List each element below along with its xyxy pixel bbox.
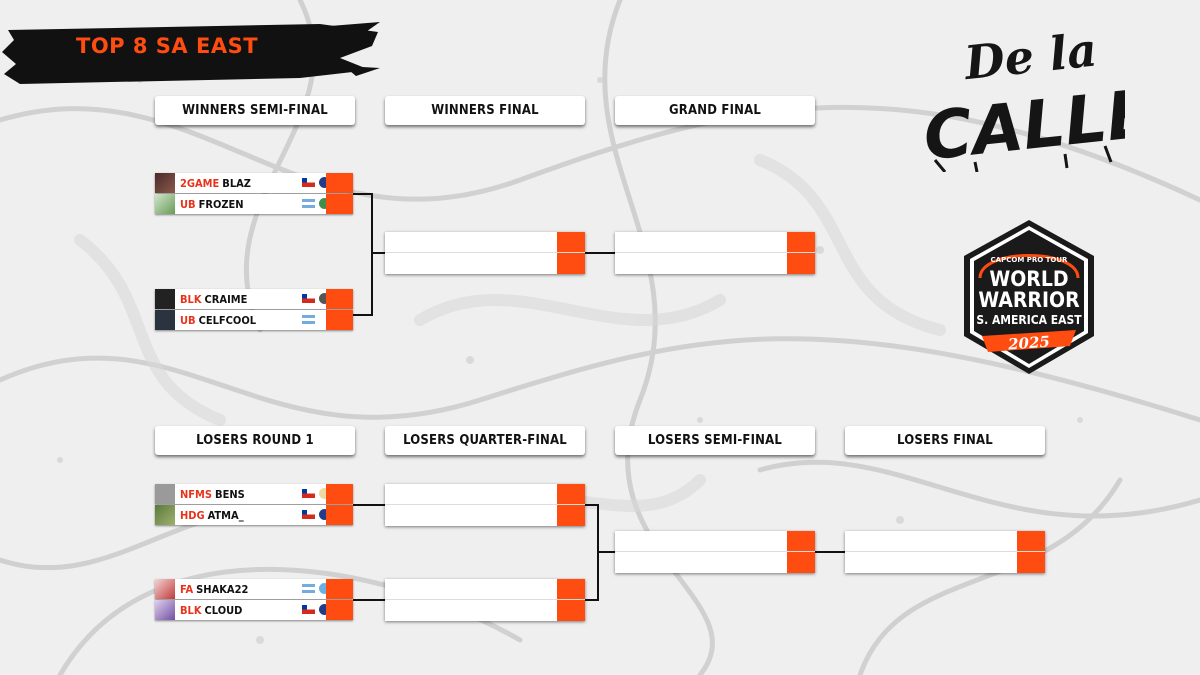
svg-text:2025: 2025 [1007,333,1051,354]
chile-flag-icon [302,294,315,303]
character-badge-icon [319,293,330,304]
argentina-flag-icon [302,199,315,208]
chile-flag-icon [302,489,315,498]
team-tag: NFMS [180,487,213,501]
character-badge-icon [319,488,330,499]
player-name: FROZEN [198,197,244,211]
svg-text:CAPCOM PRO TOUR: CAPCOM PRO TOUR [991,256,1068,264]
score-box [557,579,585,599]
score-box [326,484,353,504]
score-box [557,232,585,252]
title-banner [2,22,380,84]
character-badge-icon [319,583,330,594]
score-box [787,253,815,274]
avatar [155,600,175,620]
player-name: CLOUD [204,603,243,617]
score-box [326,579,353,599]
round-header-losers-final: LOSERS FINAL [845,426,1045,455]
player-name: BENS [215,487,245,501]
match-losers-final[interactable] [845,531,1045,573]
score-box [787,232,815,252]
svg-text:De la: De la [960,23,1099,91]
svg-text:CALLE: CALLE [920,75,1125,172]
round-header-losers-semi: LOSERS SEMI-FINAL [615,426,815,455]
svg-text:S. AMERICA EAST: S. AMERICA EAST [976,313,1082,327]
player-name: SHAKA22 [196,582,249,596]
player-name: CELFCOOL [198,313,257,327]
team-tag: BLK [180,292,202,306]
score-box [326,289,353,309]
world-warrior-badge: CAPCOM PRO TOUR WORLD WARRIOR S. AMERICA… [964,220,1094,374]
character-badge-icon [319,177,330,188]
avatar [155,289,175,309]
score-box [557,253,585,274]
round-header-losers-r1: LOSERS ROUND 1 [155,426,355,455]
round-header-winners-semi: WINNERS SEMI-FINAL [155,96,355,125]
page-title: TOP 8 SA EAST [76,34,259,58]
avatar [155,505,175,525]
score-box [787,552,815,573]
player-name: CRAIME [204,292,248,306]
score-box [1017,552,1045,573]
team-tag: 2GAME [180,176,220,190]
score-box [557,484,585,504]
team-tag: BLK [180,603,202,617]
argentina-flag-icon [302,584,315,593]
score-box [326,194,353,214]
score-box [557,505,585,526]
chile-flag-icon [302,605,315,614]
svg-text:WORLD: WORLD [989,267,1068,291]
score-box [1017,531,1045,551]
match-grand-final[interactable] [615,232,815,274]
svg-text:WARRIOR: WARRIOR [978,288,1080,312]
score-box [326,173,353,193]
avatar [155,194,175,214]
chile-flag-icon [302,510,315,519]
team-tag: FA [180,582,194,596]
round-header-winners-final: WINNERS FINAL [385,96,585,125]
score-box [326,505,353,525]
match-winners-final[interactable] [385,232,585,274]
avatar [155,310,175,330]
match-losers-qf-2[interactable] [385,579,585,621]
character-badge-icon [319,604,330,615]
score-box [787,531,815,551]
team-tag: HDG [180,508,205,522]
team-tag: UB [180,197,196,211]
round-header-losers-qf: LOSERS QUARTER-FINAL [385,426,585,455]
player-name: BLAZ [222,176,251,190]
argentina-flag-icon [302,315,315,324]
de-la-calle-logo: De la CALLE [920,23,1125,172]
score-box [326,310,353,330]
player-name: ATMA_ [207,508,244,522]
team-tag: UB [180,313,196,327]
match-losers-qf-1[interactable] [385,484,585,526]
round-header-grand-final: GRAND FINAL [615,96,815,125]
avatar [155,579,175,599]
character-badge-icon [319,509,330,520]
chile-flag-icon [302,178,315,187]
match-losers-semi[interactable] [615,531,815,573]
score-box [557,600,585,621]
avatar [155,173,175,193]
score-box [326,600,353,620]
avatar [155,484,175,504]
character-badge-icon [319,198,330,209]
